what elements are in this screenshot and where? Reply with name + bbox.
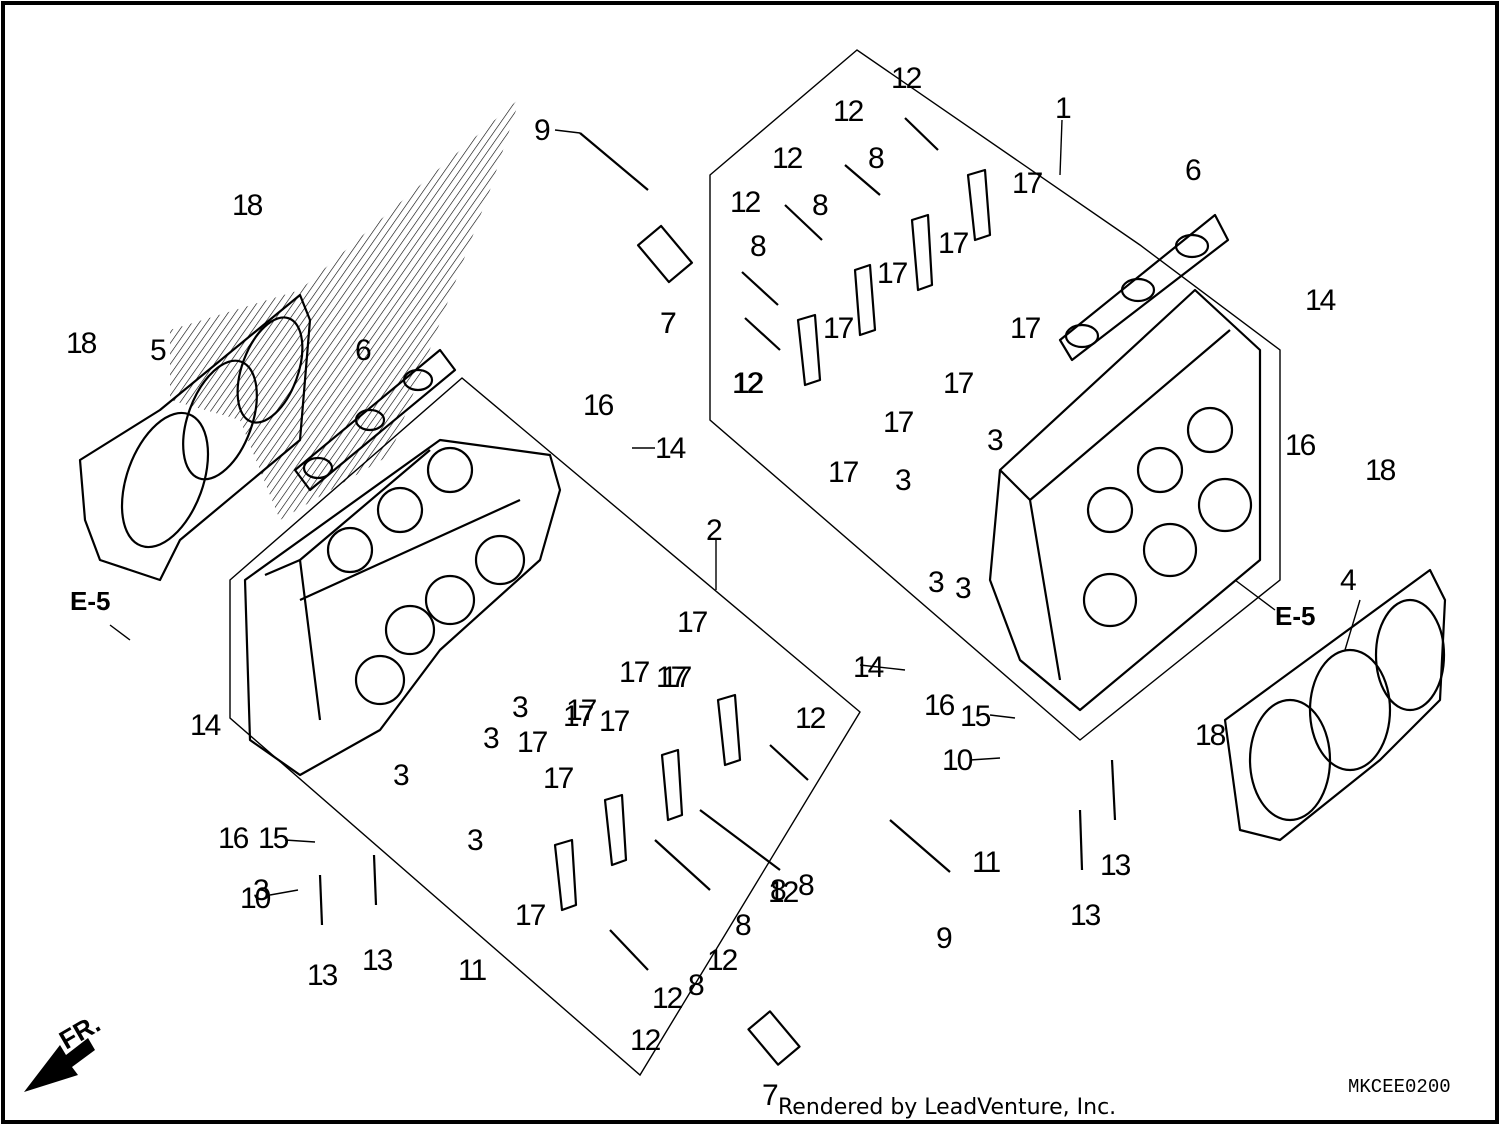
callout-4: 4	[1340, 564, 1356, 597]
callout-17: 17	[883, 406, 914, 439]
callout-10: 10	[942, 744, 973, 777]
callout-3: 3	[987, 424, 1003, 457]
head-gasket-right	[1223, 568, 1447, 842]
callout-18: 18	[232, 189, 263, 222]
callout-8: 8	[868, 142, 884, 175]
callout-3: 3	[483, 722, 499, 755]
callout-8: 8	[688, 969, 704, 1002]
callout-15: 15	[960, 700, 991, 733]
callout-16: 16	[218, 822, 249, 855]
callout-6: 6	[355, 334, 371, 367]
callout-17: 17	[517, 726, 548, 759]
callout-14: 14	[655, 432, 686, 465]
leader-lines	[109, 119, 1361, 896]
callout-13: 13	[1070, 899, 1101, 932]
callout-12: 12	[772, 142, 803, 175]
callout-17: 17	[877, 257, 908, 290]
callout-16: 16	[1285, 429, 1316, 462]
callout-3: 3	[512, 691, 528, 724]
callout-11: 11	[972, 846, 1000, 879]
left-cylinder-head	[229, 377, 861, 1077]
callout-18: 18	[1365, 454, 1396, 487]
rocker-arms	[553, 168, 992, 912]
callout-17: 17	[943, 367, 974, 400]
reference-label-left: E-5	[70, 586, 110, 616]
callout-3: 3	[253, 874, 269, 907]
callout-3: 3	[928, 566, 944, 599]
callout-13: 13	[1100, 849, 1131, 882]
callout-17: 17	[828, 456, 859, 489]
callout-13: 13	[362, 944, 393, 977]
callout-12: 12	[630, 1024, 661, 1057]
head-gasket-left	[78, 293, 312, 582]
callout-12: 12	[707, 944, 738, 977]
callout-6: 6	[1185, 154, 1201, 187]
callout-7: 7	[660, 307, 676, 340]
callout-3: 3	[467, 824, 483, 857]
callout-17: 17	[566, 694, 597, 727]
callout-8: 8	[735, 909, 751, 942]
callout-14: 14	[853, 651, 884, 684]
callout-12: 12	[732, 367, 763, 400]
callout-5: 5	[150, 334, 166, 367]
callout-14: 14	[1305, 284, 1336, 317]
callout-8: 8	[750, 230, 766, 263]
callout-17: 17	[677, 606, 708, 639]
callout-12: 12	[768, 876, 799, 909]
callout-17: 17	[1010, 312, 1041, 345]
callout-12: 12	[891, 62, 922, 95]
front-arrow	[24, 1038, 95, 1092]
exhaust-gaskets	[293, 213, 1230, 492]
callout-18: 18	[1195, 719, 1226, 752]
render-credit: Rendered by LeadVenture, Inc.	[778, 1095, 1116, 1120]
callout-16: 16	[583, 389, 614, 422]
callout-12: 12	[795, 702, 826, 735]
reference-label-right: E-5	[1275, 601, 1315, 631]
hatched-area	[170, 98, 520, 520]
callout-9: 9	[936, 922, 952, 955]
callout-12: 12	[833, 95, 864, 128]
callout-13: 13	[307, 959, 338, 992]
bolts	[318, 117, 1117, 971]
callout-8: 8	[770, 874, 786, 907]
callout-17: 17	[938, 227, 969, 260]
callout-3: 3	[955, 572, 971, 605]
callout-16: 16	[924, 689, 955, 722]
callout-8: 8	[798, 869, 814, 902]
callout-1: 1	[1055, 92, 1071, 125]
callout-14: 14	[190, 709, 221, 742]
callout-2: 2	[706, 514, 722, 547]
callout-17: 17	[563, 700, 594, 733]
callout-17: 17	[823, 312, 854, 345]
callout-9: 9	[534, 114, 550, 147]
callout-17: 17	[661, 661, 692, 694]
callout-3: 3	[895, 464, 911, 497]
right-cylinder-head	[709, 49, 1281, 741]
callout-12: 12	[652, 982, 683, 1015]
callout-17: 17	[656, 661, 687, 694]
callout-15: 15	[258, 822, 289, 855]
callout-8: 8	[812, 189, 828, 222]
callout-18: 18	[66, 327, 97, 360]
diagram-code: MKCEE0200	[1348, 1076, 1451, 1098]
callout-3: 3	[393, 759, 409, 792]
spark-plugs	[636, 224, 801, 1066]
callout-17: 17	[1012, 167, 1043, 200]
callout-17: 17	[543, 762, 574, 795]
callout-17: 17	[619, 656, 650, 689]
callout-17: 17	[599, 705, 630, 738]
callout-12: 12	[730, 186, 761, 219]
callout-12: 12	[733, 367, 764, 400]
callout-10: 10	[240, 882, 271, 915]
callout-17: 17	[515, 899, 546, 932]
callout-7: 7	[660, 307, 676, 340]
callout-11: 11	[458, 954, 486, 987]
callout-7: 7	[762, 1079, 778, 1112]
